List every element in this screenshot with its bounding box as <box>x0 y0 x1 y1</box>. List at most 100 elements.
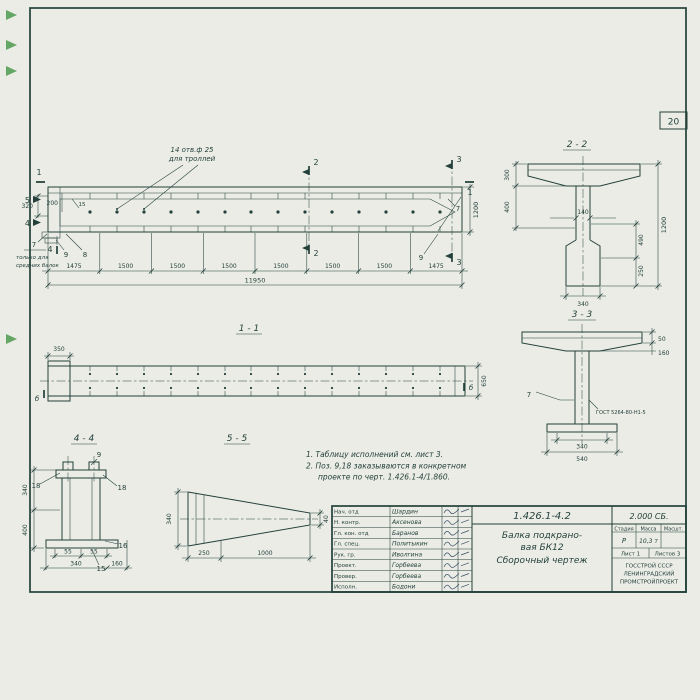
dim-400-v: 400 <box>22 524 29 536</box>
section-5-5-dims: 340 250 1000 40 <box>166 488 330 562</box>
signer-role-2: Гл. кон. отд <box>334 531 369 537</box>
dim-340-v: 340 <box>22 484 29 496</box>
section-2-2-title: 2 - 2 <box>567 140 588 150</box>
mass-value: 10,3 т <box>639 538 658 545</box>
org-line-3: ПРОМСТРОЙПРОЕКТ <box>620 579 679 586</box>
dim-400: 400 <box>504 201 511 213</box>
registration-marks <box>6 10 17 344</box>
dim-seg-6: 1500 <box>325 263 340 270</box>
callout-9-left: 9 <box>64 251 68 259</box>
signer-name-5: Горбеева <box>392 562 421 569</box>
section-3-3-view: 3 - 3 50 160 7 ГОСТ 5264-80-Н1-5 340 540 <box>521 310 670 463</box>
mass-label: Масса <box>641 527 657 533</box>
signer-role-3: Гл. спец. <box>334 542 360 548</box>
section-3-3-title: 3 - 3 <box>572 310 593 320</box>
sheet-frame: 20 <box>6 7 688 593</box>
cut-label-5: 5 <box>25 196 30 205</box>
section-1-1-view: 1 - 1 350 650 б б <box>35 324 488 403</box>
dim-40: 40 <box>323 515 330 523</box>
note-middle-beams-2: средних балок <box>16 263 60 269</box>
holes-label-line2: для троллей <box>168 155 216 163</box>
org-line-2: ЛЕНИНГРАДСКИЙ <box>624 571 675 578</box>
dim-350: 350 <box>53 346 65 353</box>
signer-name-3: Политыкин <box>392 541 428 548</box>
dim-seg-3: 1500 <box>170 263 185 270</box>
plan-bolt-dots <box>88 372 442 390</box>
sheets-info: Листов 3 <box>655 552 681 558</box>
dim-340-h: 340 <box>70 561 82 568</box>
dim-55-b: 55 <box>90 549 98 556</box>
title-block: 1.426.1-4.2 2.000 СБ. Балка подкрано- ва… <box>331 505 687 593</box>
dim-seg-7: 1500 <box>377 263 392 270</box>
signer-name-7: Бодони <box>392 584 416 591</box>
section-3-3-dims: 50 160 7 ГОСТ 5264-80-Н1-5 340 540 <box>527 328 670 463</box>
stage-label: Стадия <box>614 527 633 533</box>
section-5-5-title: 5 - 5 <box>227 434 248 444</box>
section-4-4-dims: 340 400 55 55 340 160 <box>22 466 132 571</box>
dim-seg-5: 1500 <box>273 263 288 270</box>
note-line-1: 1. Таблицу исполнений см. лист 3. <box>306 450 443 459</box>
dim-1200-sec: 1200 <box>660 217 668 234</box>
cut-label-4-left: 4 <box>25 219 30 228</box>
callout-16: 16 <box>119 542 128 550</box>
dim-160: 160 <box>658 350 670 357</box>
dim-seg-4: 1500 <box>221 263 236 270</box>
callout-18-left: 18 <box>32 482 41 490</box>
dim-50: 50 <box>658 336 666 343</box>
sheet-number: 20 <box>668 118 680 128</box>
callout-18-right: 18 <box>118 484 127 492</box>
trolley-holes <box>88 210 442 214</box>
dim-340-sec33: 340 <box>576 444 588 451</box>
callout-7-weld: 7 <box>527 391 531 399</box>
signer-name-2: Баранов <box>392 530 419 537</box>
note-middle-beams-1: только для <box>16 255 49 261</box>
doc-number: 1.426.1-4.2 <box>513 511 571 522</box>
dim-650: 650 <box>481 375 488 387</box>
signer-name-0: Шардин <box>392 509 418 516</box>
dim-540: 540 <box>576 456 588 463</box>
signer-role-7: Исполн. <box>334 585 357 591</box>
section-4-4-callouts: 18 9 18 16 15 <box>32 451 128 573</box>
dim-140: 140 <box>577 209 589 216</box>
doc-title-line1: Балка подкрано- <box>502 531 582 541</box>
callout-15: 15 <box>97 565 106 573</box>
section-4-4-view: 4 - 4 18 9 18 16 15 340 400 55 55 34 <box>22 434 132 573</box>
dim-160-h: 160 <box>111 561 123 568</box>
section-2-2-view: 2 - 2 300 400 140 1200 490 250 340 <box>504 140 668 308</box>
cut-label-3-top: 3 <box>456 155 461 164</box>
dim-200: 200 <box>47 200 59 207</box>
callout-8: 8 <box>83 251 87 259</box>
note-line-2: 2. Поз. 9,18 заказываются в конкретном <box>306 462 467 471</box>
cut-label-3-bottom: 3 <box>456 258 461 267</box>
org-line-1: ГОССТРОЙ СССР <box>625 563 673 570</box>
dim-seg-8: 1475 <box>428 263 443 270</box>
callout-7-left: 7 <box>32 241 36 249</box>
cut-label-1-left: 1 <box>36 168 41 177</box>
dim-490: 490 <box>638 234 645 246</box>
notes-block: 1. Таблицу исполнений см. лист 3. 2. Поз… <box>306 450 467 482</box>
cut-label-4-bottom: 4 <box>47 245 52 254</box>
signer-name-6: Горбеева <box>392 573 421 580</box>
main-elevation-view: 14 отв.ф 25 для троллей 2 2 3 3 1 1 <box>16 146 480 289</box>
signer-name-1: Аксенова <box>391 519 422 526</box>
sheet-number-box <box>659 111 688 130</box>
callout-9-right: 9 <box>419 254 423 262</box>
signer-role-0: Нач. отд <box>334 510 359 516</box>
doc-title-line3: Сборочный чертеж <box>496 556 588 566</box>
right-height-dim: 1200 <box>463 184 480 236</box>
dim-300: 300 <box>504 169 511 181</box>
section-2-2-dims: 300 400 140 1200 490 250 340 <box>504 160 668 308</box>
scale-label: Масшт. <box>664 527 684 533</box>
callout-7-right: 7 <box>456 205 460 213</box>
doc-code: 2.000 СБ. <box>629 512 668 521</box>
dim-340-sec22: 340 <box>577 301 589 308</box>
section-1-1-title: 1 - 1 <box>239 324 259 334</box>
signature-scribbles <box>443 508 470 590</box>
cut-label-2-bottom: 2 <box>313 249 318 258</box>
signer-name-4: Иволгина <box>392 551 423 558</box>
sheet-info: Лист 1 <box>621 552 640 558</box>
signer-role-4: Рук. гр. <box>334 552 356 558</box>
cut-line-1: 1 1 <box>36 168 474 197</box>
dim-seg-2: 1500 <box>118 263 133 270</box>
